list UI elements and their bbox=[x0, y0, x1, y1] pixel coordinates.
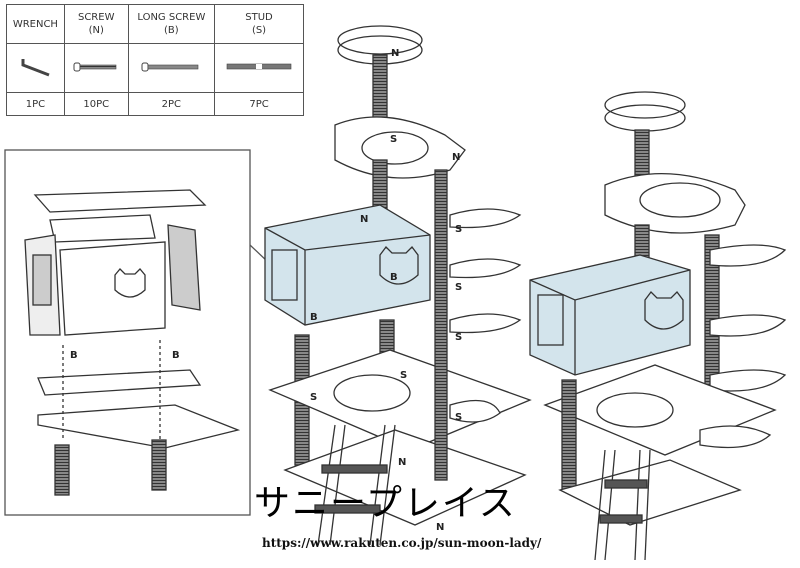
label-s: S bbox=[455, 412, 462, 423]
wrench-icon bbox=[21, 58, 50, 76]
label-n: N bbox=[436, 522, 444, 533]
parts-table: WRENCH SCREW(N) LONG SCREW(B) STUD(S) 1P… bbox=[6, 4, 304, 116]
long-screw-icon bbox=[141, 62, 199, 71]
watermark-url: https://www.rakuten.co.jp/sun-moon-lady/ bbox=[262, 536, 542, 550]
qty-wrench: 1PC bbox=[6, 92, 65, 116]
label-n: N bbox=[360, 214, 368, 225]
screw-icon bbox=[73, 62, 117, 71]
parts-header-wrench: WRENCH bbox=[6, 4, 65, 44]
inset-frame bbox=[4, 149, 251, 516]
label-n: N bbox=[452, 152, 460, 163]
parts-header-stud: STUD(S) bbox=[214, 4, 304, 44]
label-s: S bbox=[455, 332, 462, 343]
watermark-title: サニープレイス bbox=[254, 483, 517, 524]
parts-header-screw: SCREW(N) bbox=[63, 4, 129, 44]
parts-header-long-screw: LONG SCREW(B) bbox=[127, 4, 216, 44]
label-s: S bbox=[310, 392, 317, 403]
qty-long-screw: 2PC bbox=[127, 92, 216, 116]
part-labels: N S N N S B S B S S S S N N B B bbox=[70, 48, 462, 533]
label-b: B bbox=[70, 350, 78, 361]
label-b: B bbox=[172, 350, 180, 361]
label-b: B bbox=[310, 312, 318, 323]
label-s: S bbox=[400, 370, 407, 381]
label-s: S bbox=[455, 224, 462, 235]
label-s: S bbox=[390, 134, 397, 145]
exploded-box-parts bbox=[24, 189, 241, 496]
label-b: B bbox=[390, 272, 398, 283]
label-n: N bbox=[398, 457, 406, 468]
label-n: N bbox=[391, 48, 399, 59]
stud-icon bbox=[226, 63, 292, 69]
qty-stud: 7PC bbox=[214, 92, 304, 116]
label-s: S bbox=[455, 282, 462, 293]
left-tower bbox=[264, 25, 532, 546]
qty-screw: 10PC bbox=[63, 92, 129, 116]
right-tower bbox=[529, 91, 787, 561]
